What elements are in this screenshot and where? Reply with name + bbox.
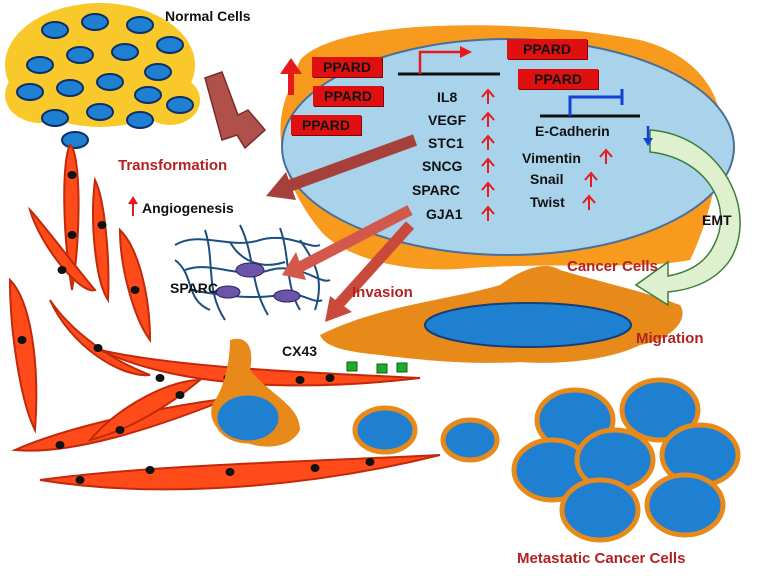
fibroblast-nucleus <box>55 441 65 449</box>
label-cancer-cells: Cancer Cells <box>567 258 658 275</box>
promoter-repressed <box>540 89 640 118</box>
fibroblast-nucleus <box>295 376 305 384</box>
fibroblast-nucleus <box>365 458 375 466</box>
normal-cell-nucleus <box>96 73 124 91</box>
label-transformation: Transformation <box>118 157 228 174</box>
gene-up-arrow <box>582 194 596 210</box>
fibroblast-nucleus <box>97 221 107 229</box>
normal-cell-nucleus <box>26 56 54 74</box>
gene-up-arrow <box>481 157 495 173</box>
fibroblast-nucleus <box>130 286 140 294</box>
gene-up-arrow <box>481 88 495 104</box>
normal-cell-nucleus <box>126 111 154 129</box>
gene-up-arrow <box>481 111 495 127</box>
label-emt: EMT <box>702 212 732 228</box>
angiogenesis-up-arrow <box>128 196 138 216</box>
normal-cell-nucleus <box>86 103 114 121</box>
normal-cell-nucleus <box>111 43 139 61</box>
fibroblast-nucleus <box>225 468 235 476</box>
normal-cell-nucleus <box>41 21 69 39</box>
gene-label-il8: IL8 <box>437 89 458 105</box>
ppard-box: PPARD <box>312 57 382 77</box>
transformation-arrow <box>204 71 267 150</box>
gene-label-sncg: SNCG <box>422 158 463 174</box>
normal-cell-nucleus <box>156 36 184 54</box>
fibroblast-nucleus <box>93 344 103 352</box>
migrating-cell <box>320 265 683 363</box>
migrating-nucleus <box>424 302 632 348</box>
normal-cells-cluster <box>5 3 200 149</box>
normal-cell-nucleus <box>66 46 94 64</box>
normal-cell-nucleus <box>56 79 84 97</box>
normal-cell-nucleus <box>41 109 69 127</box>
gene-upregulation-arrows <box>481 88 613 221</box>
sparc-proteins <box>215 262 301 303</box>
fibroblasts <box>8 143 441 491</box>
fibroblast-nucleus <box>310 464 320 472</box>
normal-cell-nucleus <box>81 13 109 31</box>
gene-up-arrow <box>481 181 495 197</box>
label-normal-cells: Normal Cells <box>165 8 251 24</box>
fibroblast-nucleus <box>175 391 185 399</box>
fibroblast-nucleus <box>57 266 67 274</box>
label-cx43: CX43 <box>282 343 318 359</box>
fibroblast-nucleus <box>325 374 335 382</box>
gene-label-sparc: SPARC <box>412 182 460 198</box>
normal-cell-nucleus <box>144 63 172 81</box>
gene-label-vegf: VEGF <box>428 112 467 128</box>
gene-up-arrow <box>584 171 598 187</box>
normal-cell-nucleus <box>134 86 162 104</box>
label-invasion: Invasion <box>352 284 413 301</box>
promoter-active <box>398 46 500 76</box>
gene-up-arrow <box>599 148 613 164</box>
gene-label-snail: Snail <box>530 171 564 187</box>
circulating-cancer-cells <box>352 405 500 463</box>
fibroblast-nucleus <box>115 426 125 434</box>
gap-junctions <box>346 361 408 374</box>
normal-cell-nucleus <box>61 131 89 149</box>
e-cadherin-down-arrow <box>643 126 653 146</box>
fibroblast-nucleus <box>67 231 77 239</box>
ppard-box: PPARD <box>507 39 587 59</box>
fibroblast-nucleus <box>67 171 77 179</box>
signal-arrows <box>266 134 418 322</box>
fibroblast-nucleus <box>17 336 27 344</box>
ppard-box: PPARD <box>313 86 383 106</box>
normal-cell-nucleus <box>126 16 154 34</box>
label-sparc: SPARC <box>170 280 218 296</box>
gene-label-stc1: STC1 <box>428 135 464 151</box>
label-migration: Migration <box>636 330 704 347</box>
gene-label-gja1: GJA1 <box>426 206 463 222</box>
label-metastatic: Metastatic Cancer Cells <box>517 550 686 567</box>
gene-up-arrow <box>481 134 495 150</box>
metastatic-cluster <box>511 377 741 543</box>
ppard-up-arrow <box>280 58 302 95</box>
emt-curved-arrow <box>634 129 741 307</box>
gene-up-arrow <box>481 205 495 221</box>
fibroblast-nucleus <box>145 466 155 474</box>
fibroblast-nucleus <box>155 374 165 382</box>
normal-cell-nucleus <box>166 96 194 114</box>
ppard-box: PPARD <box>291 115 361 135</box>
gene-label-vimentin: Vimentin <box>522 150 581 166</box>
fibroblast-nucleus <box>75 476 85 484</box>
extravasating-cell <box>211 338 300 447</box>
ppard-box: PPARD <box>518 69 598 89</box>
gene-label-twist: Twist <box>530 194 565 210</box>
label-angiogenesis: Angiogenesis <box>142 200 234 216</box>
normal-cell-nucleus <box>16 83 44 101</box>
gene-label-e-cadherin: E-Cadherin <box>535 123 610 139</box>
